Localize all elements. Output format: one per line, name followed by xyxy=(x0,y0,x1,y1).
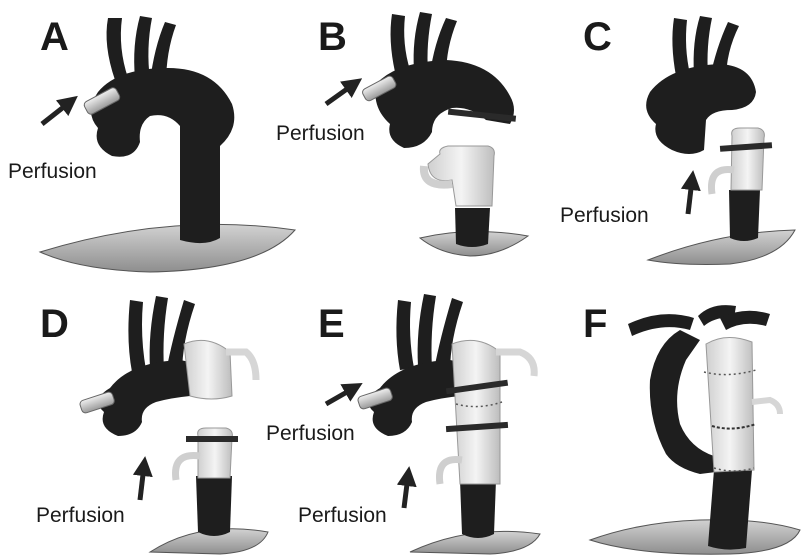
panel-a: A Perfusion xyxy=(8,15,295,272)
perfusion-label: Perfusion xyxy=(560,204,649,227)
graft xyxy=(731,128,764,190)
graft-side-branch xyxy=(496,352,534,376)
perfusion-label-lower: Perfusion xyxy=(298,504,387,527)
panel-f: F xyxy=(583,302,800,554)
panel-letter-a: A xyxy=(40,15,69,59)
perfusion-label-upper: Perfusion xyxy=(266,422,355,445)
aorta xyxy=(91,16,234,243)
graft-side-branch xyxy=(752,400,780,414)
diaphragm-base xyxy=(648,230,795,265)
panel-letter-b: B xyxy=(318,15,347,59)
diaphragm-base xyxy=(590,520,800,555)
panel-letter-c: C xyxy=(583,15,612,59)
perfusion-arrow xyxy=(42,102,70,124)
perfusion-label: Perfusion xyxy=(8,160,97,183)
panel-letter-f: F xyxy=(583,302,607,346)
perfusion-arrow xyxy=(140,466,144,500)
perfusion-arrow xyxy=(404,476,408,508)
graft xyxy=(198,428,233,478)
graft xyxy=(428,146,494,206)
panel-d: D Perfusion xyxy=(36,296,268,554)
panel-e: E Perfusion Perfusion xyxy=(266,294,540,554)
aorta xyxy=(375,12,514,247)
panel-b: B Perfusion xyxy=(276,12,528,256)
graft xyxy=(184,340,232,399)
panel-c: C Perfusion xyxy=(560,15,795,265)
perfusion-label: Perfusion xyxy=(36,504,125,527)
perfusion-label: Perfusion xyxy=(276,122,365,145)
graft xyxy=(706,337,754,472)
panel-letter-e: E xyxy=(318,302,345,346)
diaphragm-base xyxy=(40,224,295,272)
perfusion-arrow xyxy=(326,388,354,404)
aorta xyxy=(98,296,232,536)
cross-clamp xyxy=(186,436,238,442)
perfusion-arrow xyxy=(688,180,692,214)
perfusion-arrow xyxy=(326,84,354,104)
panel-letter-d: D xyxy=(40,302,69,346)
